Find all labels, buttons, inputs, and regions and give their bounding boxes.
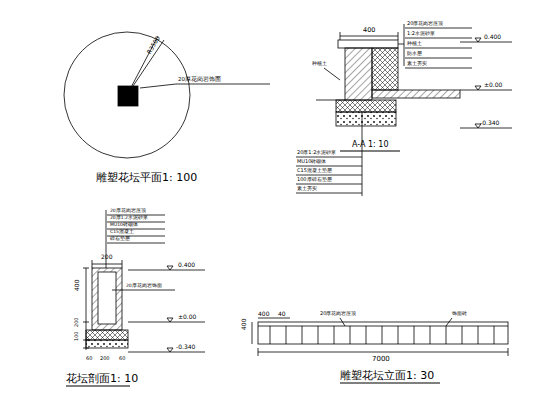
dimension-text: ±0.00 [484, 82, 502, 88]
material-note: 素土夯实 [407, 61, 427, 66]
view-title: A-A 1: 10 [352, 141, 389, 149]
material-note: 100厚碎石垫层 [297, 177, 332, 182]
material-note: 种植土 [312, 61, 327, 66]
dimension-text: 60 [119, 356, 125, 361]
material-note: MU10砖砌体 [110, 223, 138, 228]
block-joint [398, 326, 399, 344]
material-note: 20厚1:2水泥砂浆 [110, 216, 148, 221]
material-note: 种植土 [407, 41, 422, 46]
dimension-text: 400 [74, 280, 80, 291]
material-note: 20厚花岗岩压顶 [320, 311, 356, 316]
block-joint [494, 326, 495, 344]
material-note: C15混凝土 [110, 230, 134, 235]
material-note: 素土夯实 [297, 186, 317, 191]
material-note: R3500 [146, 35, 161, 55]
dimension-text: 400 [258, 311, 269, 317]
block-joint [270, 326, 271, 344]
plan-view [64, 32, 270, 158]
dimension-text: -0.340 [480, 120, 499, 126]
dimension-text: 200 [100, 356, 110, 361]
view-title: 花坛剖面1: 10 [66, 373, 138, 384]
block-joint [446, 326, 447, 344]
dimension-text: -0.340 [176, 344, 195, 350]
dimension-text: 400 [363, 27, 375, 34]
elevation-view [252, 318, 508, 383]
block-joint [430, 326, 431, 344]
block-joint [318, 326, 319, 344]
view-title: 雕塑花坛立面1: 30 [340, 370, 434, 381]
material-note: 20厚花岗岩压顶 [110, 209, 146, 214]
dimension-text: 60 [86, 356, 92, 361]
material-note: 碎石垫层 [110, 237, 130, 242]
dimension-text: 0.400 [484, 34, 501, 40]
material-note: C15混凝土垫层 [297, 168, 332, 173]
material-note: 饰面砖 [452, 311, 467, 316]
flowerbed-section [66, 210, 205, 386]
material-note: 20厚1:2水泥砂浆 [297, 150, 336, 155]
dimension-text: 7000 [372, 356, 390, 363]
block-joint [414, 326, 415, 344]
view-title: 雕塑花坛平面1: 100 [96, 172, 197, 183]
block-joint [350, 326, 351, 344]
block-joint [462, 326, 463, 344]
block-joint [478, 326, 479, 344]
block-joint [286, 326, 287, 344]
block-joint [302, 326, 303, 344]
block-joint [382, 326, 383, 344]
material-note: 1:2水泥砂浆 [407, 31, 435, 36]
material-note: 20厚花岗岩压顶 [407, 21, 443, 26]
block-joint [366, 326, 367, 344]
dimension-text: 0.400 [178, 262, 195, 268]
material-note: MU10砖砌体 [297, 159, 326, 164]
section-a-a [296, 24, 512, 196]
dimension-text: 400 [241, 319, 247, 330]
material-note: 防水层 [407, 51, 422, 56]
dimension-text: 200 [74, 317, 79, 327]
block-joint [334, 326, 335, 344]
dimension-text: 200 [101, 254, 112, 260]
dimension-text: ±0.00 [178, 314, 196, 320]
material-note: 20厚花岗岩饰面 [126, 284, 162, 289]
dimension-text: 40 [278, 311, 286, 317]
dimension-text: 100 [74, 331, 79, 341]
material-note: 20厚花岗岩饰面 [178, 77, 221, 83]
